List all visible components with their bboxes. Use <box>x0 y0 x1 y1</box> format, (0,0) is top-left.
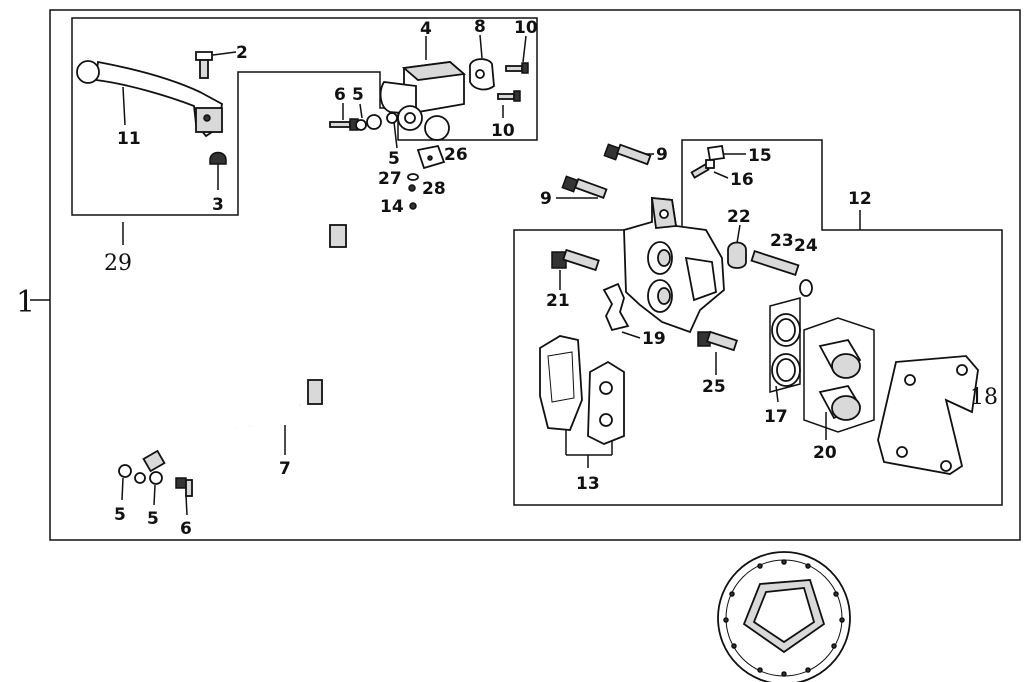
callout-8: 8 <box>474 17 486 37</box>
washer-upper-a <box>355 119 367 131</box>
callout-1: 1 <box>16 285 35 320</box>
pistons <box>803 317 875 433</box>
master-cylinder <box>379 61 467 141</box>
callout-16: 16 <box>730 170 754 190</box>
callout-4: 4 <box>420 19 432 39</box>
callout-3: 3 <box>212 195 224 215</box>
callout-22: 22 <box>727 207 751 227</box>
callout-10b: 10 <box>491 121 515 141</box>
brake-pad-a <box>539 335 583 431</box>
callout-27: 27 <box>378 169 402 189</box>
callout-20: 20 <box>813 443 837 463</box>
callout-15: 15 <box>748 146 772 166</box>
slide-pin-25 <box>697 330 738 352</box>
callout-29: 29 <box>104 251 132 276</box>
caliper-bracket <box>877 355 979 475</box>
boot-22 <box>727 241 747 269</box>
assembly-frame <box>49 9 1021 541</box>
callout-23: 23 <box>770 231 794 251</box>
clamp-bolt-lower <box>497 90 521 102</box>
caliper-bolt-upper <box>603 143 652 166</box>
callout-7: 7 <box>279 459 291 479</box>
banjo-bolt-upper <box>329 118 359 131</box>
callout-11: 11 <box>117 129 141 149</box>
bleeder-screw <box>690 159 715 179</box>
lever-group-bracket <box>71 17 538 216</box>
callout-5b: 5 <box>388 149 400 169</box>
screw-14 <box>409 202 417 210</box>
caliper-body <box>623 196 725 334</box>
bleeder-cap <box>706 144 726 162</box>
brake-lever <box>76 60 223 138</box>
rubber-cap <box>209 151 227 165</box>
callout-18: 18 <box>970 385 998 410</box>
callout-5c: 5 <box>114 505 126 525</box>
pad-spring <box>602 282 630 332</box>
washer-upper-b <box>386 112 398 124</box>
callout-6b: 6 <box>180 519 192 539</box>
callout-5a: 5 <box>352 85 364 105</box>
o-ring-28 <box>408 184 416 192</box>
callout-24: 24 <box>794 236 818 256</box>
washer-lower-c <box>149 471 163 485</box>
callout-10a: 10 <box>514 18 538 38</box>
callout-13: 13 <box>576 474 600 494</box>
pivot-bolt <box>195 51 213 79</box>
caliper-bolt-lower <box>561 175 608 199</box>
callout-12: 12 <box>848 189 872 209</box>
brake-disc <box>717 551 851 682</box>
callout-19: 19 <box>642 329 666 349</box>
callout-9b: 9 <box>540 189 552 209</box>
washer-lower-b <box>134 472 146 484</box>
callout-21: 21 <box>546 291 570 311</box>
caliper-group-bracket <box>513 139 1003 506</box>
banjo-bolt-lower <box>175 477 193 497</box>
callout-28: 28 <box>422 179 446 199</box>
callout-17: 17 <box>764 407 788 427</box>
callout-25: 25 <box>702 377 726 397</box>
callout-9a: 9 <box>656 145 668 165</box>
callout-5d: 5 <box>147 509 159 529</box>
slide-pin-21 <box>551 248 600 272</box>
callout-2: 2 <box>236 43 248 63</box>
callout-6a: 6 <box>334 85 346 105</box>
piston-seals <box>769 297 801 393</box>
washer-lower-a <box>118 464 132 478</box>
clamp-bolt-upper <box>505 62 529 74</box>
brake-pad-b <box>587 360 625 445</box>
ring-24 <box>799 279 813 297</box>
callout-14: 14 <box>380 197 404 217</box>
banjo-fitting-upper <box>366 114 382 130</box>
brake-switch <box>416 144 446 170</box>
handlebar-clamp <box>469 58 495 91</box>
callout-26: 26 <box>444 145 468 165</box>
brake-hose <box>142 128 374 473</box>
o-ring-27 <box>407 173 419 181</box>
sleeve-23 <box>750 250 800 276</box>
